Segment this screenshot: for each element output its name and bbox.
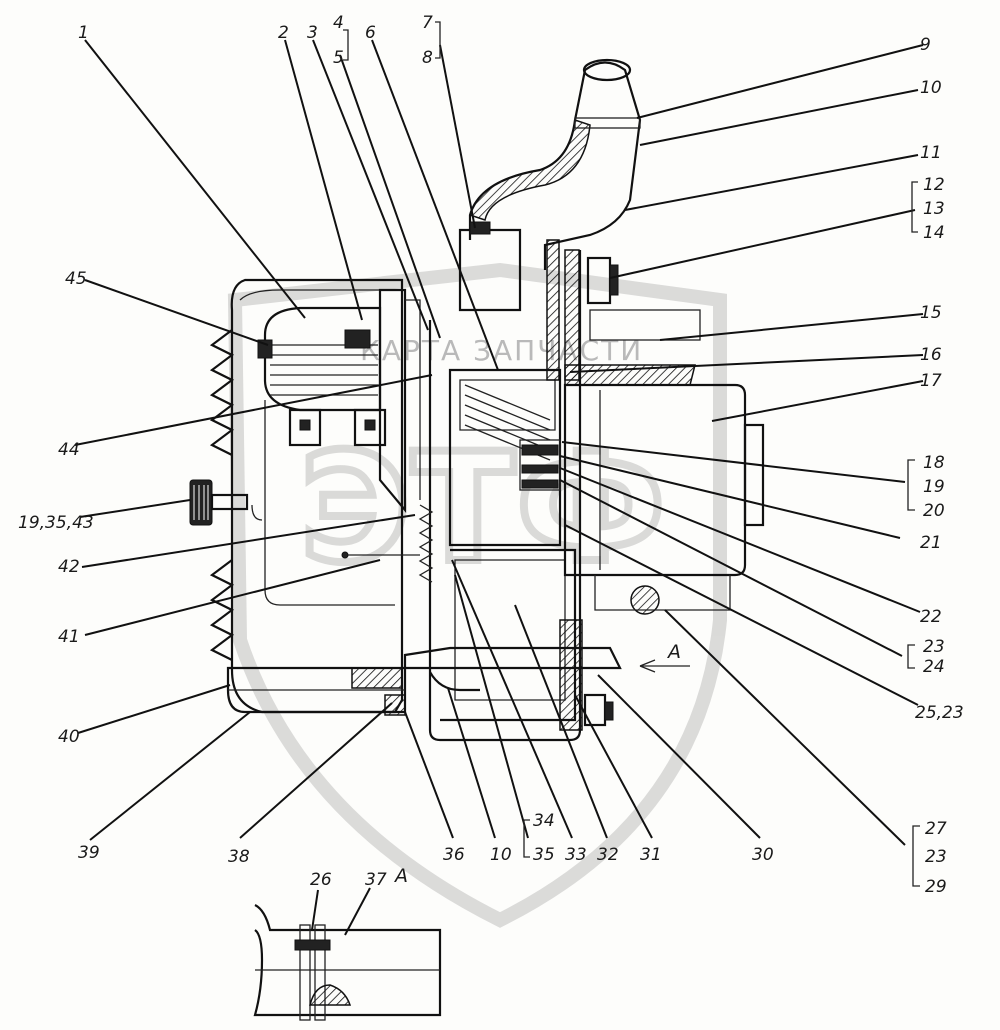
label-40: 40 [58,727,80,747]
label-42: 42 [58,557,80,577]
label-44: 44 [58,440,80,460]
label-32: 32 [597,845,619,865]
watermark-logo: ЭТФ [227,262,727,928]
label-23-b: 23 [925,847,947,867]
label-35: 35 [533,845,555,865]
label-5: 5 [333,48,344,68]
label-29: 29 [925,877,947,897]
bottom-bracket [403,646,690,692]
adjustment-knob [189,479,249,526]
label-6: 6 [365,23,376,43]
label-30: 30 [752,845,774,865]
label-1: 1 [78,23,89,43]
label-7: 7 [422,13,433,33]
label-36: 36 [443,845,465,865]
label-34: 34 [533,811,555,831]
electric-motor [257,288,421,514]
label-16: 16 [920,345,942,365]
label-21: 21 [920,533,942,553]
label-13: 13 [923,199,945,219]
label-brackets [343,21,920,887]
label-10: 10 [920,78,942,98]
label-45: 45 [65,269,87,289]
label-2: 2 [278,23,289,43]
intake-pipe [458,58,642,312]
label-37: 37 [365,870,387,890]
label-25-23: 25,23 [915,703,964,723]
label-38: 38 [228,847,250,867]
label-22: 22 [920,607,942,627]
label-15: 15 [920,303,942,323]
spring [341,504,434,583]
watermark-logo-text: ЭТФ [300,422,667,596]
label-4: 4 [333,13,344,33]
label-10-b: 10 [490,845,512,865]
label-17: 17 [920,371,942,391]
label-12: 12 [923,175,945,195]
label-33: 33 [565,845,587,865]
label-11: 11 [920,143,942,163]
label-31: 31 [640,845,662,865]
label-41: 41 [58,627,80,647]
label-26: 26 [310,870,332,890]
label-20: 20 [923,501,945,521]
label-8: 8 [422,48,433,68]
label-39: 39 [78,843,100,863]
leader-lines [74,39,924,936]
section-arrow-label: A [666,641,681,663]
inset-view-a [253,904,442,1021]
label-9: 9 [920,35,931,55]
label-3: 3 [307,23,318,43]
label-24: 24 [923,657,945,677]
label-23: 23 [923,637,945,657]
callout-labels: 1 2 3 4 5 6 7 8 9 10 11 12 13 14 15 16 1… [18,13,964,897]
label-18: 18 [923,453,945,473]
label-27: 27 [925,819,947,839]
inset-view-label: A [393,865,408,887]
label-19-35-43: 19,35,43 [18,513,94,533]
label-14: 14 [923,223,945,243]
label-19: 19 [923,477,945,497]
